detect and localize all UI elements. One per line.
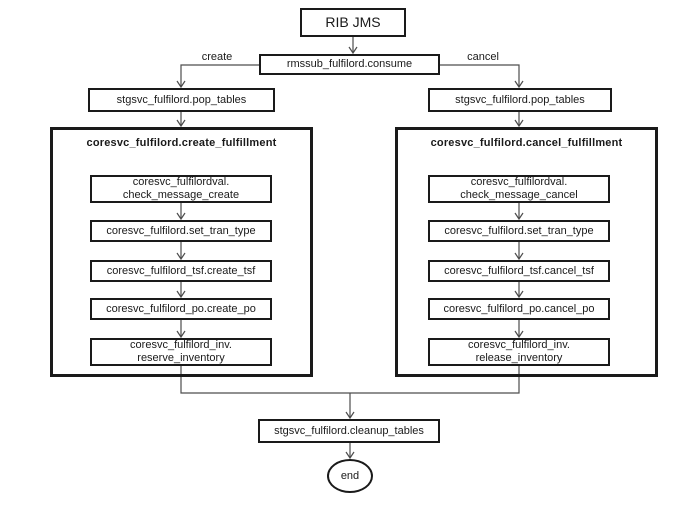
node-create-tsf: coresvc_fulfilord_tsf.create_tsf [90, 260, 272, 282]
node-create-po: coresvc_fulfilord_po.create_po [90, 298, 272, 320]
arrowhead [514, 212, 524, 221]
arrowhead [176, 80, 186, 89]
edge-label-create: create [187, 51, 247, 63]
node-cancel-tsf: coresvc_fulfilord_tsf.cancel_tsf [428, 260, 610, 282]
node-cancel-po: coresvc_fulfilord_po.cancel_po [428, 298, 610, 320]
edge-consumer-cancel [440, 64, 520, 86]
arrowhead [176, 119, 186, 128]
arrowhead [176, 290, 186, 299]
node-release-inventory: coresvc_fulfilord_inv. release_inventory [428, 338, 610, 366]
arrowhead [514, 80, 524, 89]
node-check-message-create: coresvc_fulfilordval. check_message_crea… [90, 175, 272, 203]
node-pop-tables-create: stgsvc_fulfilord.pop_tables [88, 88, 275, 112]
node-rib-jms: RIB JMS [300, 8, 406, 37]
node-end: end [327, 459, 373, 493]
arrowhead [514, 330, 524, 339]
arrowhead [345, 411, 355, 420]
container-title-cancel: coresvc_fulfilord.cancel_fulfillment [430, 137, 623, 149]
arrowhead [176, 212, 186, 221]
node-reserve-inventory: coresvc_fulfilord_inv. reserve_inventory [90, 338, 272, 366]
arrowhead [345, 451, 355, 460]
node-pop-tables-cancel: stgsvc_fulfilord.pop_tables [428, 88, 612, 112]
edge-label-cancel: cancel [453, 51, 513, 63]
node-cleanup-tables: stgsvc_fulfilord.cleanup_tables [258, 419, 440, 443]
arrowhead [176, 330, 186, 339]
arrowhead [514, 119, 524, 128]
arrowhead [176, 252, 186, 261]
container-create-fulfillment: coresvc_fulfilord.create_fulfillment [50, 127, 313, 377]
arrowhead [514, 290, 524, 299]
arrowhead [514, 252, 524, 261]
container-title-create: coresvc_fulfilord.create_fulfillment [86, 137, 277, 149]
container-cancel-fulfillment: coresvc_fulfilord.cancel_fulfillment [395, 127, 658, 377]
arrowhead [348, 46, 358, 55]
node-set-tran-type-create: coresvc_fulfilord.set_tran_type [90, 220, 272, 242]
node-rmssub-fulfilord-consume: rmssub_fulfilord.consume [259, 54, 440, 75]
node-check-message-cancel: coresvc_fulfilordval. check_message_canc… [428, 175, 610, 203]
node-set-tran-type-cancel: coresvc_fulfilord.set_tran_type [428, 220, 610, 242]
edge-consumer-create [180, 64, 259, 86]
